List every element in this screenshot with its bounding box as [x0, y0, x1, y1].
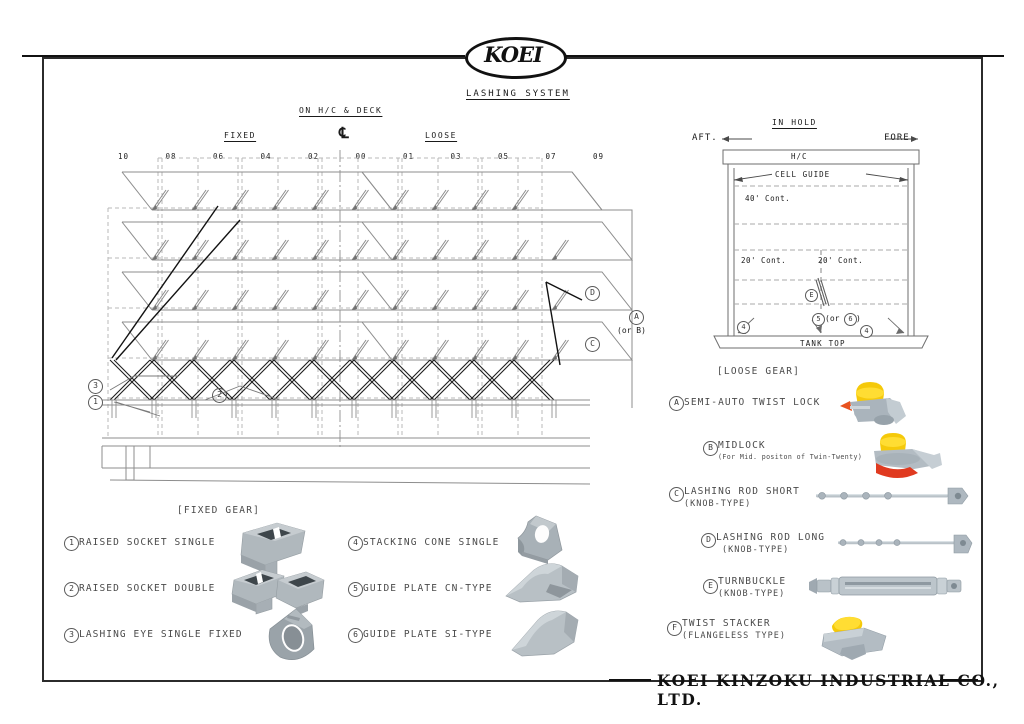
row-number-04: 04	[260, 152, 272, 161]
guide-plate-si-icon	[511, 610, 579, 657]
loose-sublabel-F: (FLANGELESS TYPE)	[682, 631, 786, 641]
logo-rule-right	[561, 55, 1004, 57]
cont-20-right-label: 20' Cont.	[818, 256, 864, 265]
loose-no-C: C	[669, 487, 684, 502]
hold-callout-paren: )	[856, 314, 861, 323]
footer-rule-right	[940, 679, 978, 681]
turnbuckle-icon	[809, 576, 962, 596]
deck-plan-heading: ON H/C & DECK	[299, 106, 383, 115]
loose-no-A: A	[669, 396, 684, 411]
cont-40-label: 40' Cont.	[745, 194, 791, 203]
centerline-symbol: ℄	[339, 124, 350, 142]
fixed-label-4: STACKING CONE SINGLE	[363, 537, 500, 548]
row-number-09: 09	[593, 152, 605, 161]
fore-label: FORE.	[884, 133, 917, 143]
loose-sublabel-D: (KNOB-TYPE)	[722, 545, 790, 555]
fixed-no-6: 6	[348, 628, 363, 643]
loose-label-E: TURNBUCKLE	[718, 576, 787, 587]
semi-auto-twist-lock-icon	[840, 382, 906, 425]
callout-1: 1	[88, 395, 103, 410]
loose-label-B: MIDLOCK	[718, 440, 766, 451]
callout-2: 2	[212, 388, 227, 403]
fixed-label-5: GUIDE PLATE CN-TYPE	[363, 583, 493, 594]
loose-label-C: LASHING ROD SHORT	[684, 486, 800, 497]
logo-text: KOEI	[484, 42, 543, 67]
loose-no-F: F	[667, 621, 682, 636]
lashing-rod-long-icon	[838, 534, 973, 554]
hold-callout-E: E	[805, 289, 818, 302]
hold-callout-6: 6	[844, 313, 857, 326]
callout-A-alt: (or B)	[617, 326, 646, 335]
hold-callout-5: 5	[812, 313, 825, 326]
deck-fixed-label: FIXED	[224, 131, 257, 140]
loose-label-F: TWIST STACKER	[682, 618, 771, 629]
page-title: LASHING SYSTEM	[466, 89, 570, 99]
row-number-08: 08	[165, 152, 177, 161]
loose-no-D: D	[701, 533, 716, 548]
midlock-icon	[874, 433, 942, 478]
cont-20-left-label: 20' Cont.	[741, 256, 787, 265]
loose-sublabel-C: (KNOB-TYPE)	[684, 499, 752, 509]
hatch-cover-label: H/C	[791, 152, 808, 161]
raised-socket-double-icon	[231, 569, 325, 616]
loose-no-B: B	[703, 441, 718, 456]
callout-C: C	[585, 337, 600, 352]
loose-sublabel-B: (For Mid. positon of Twin-Twenty)	[718, 453, 863, 461]
callout-D: D	[585, 286, 600, 301]
loose-label-D: LASHING ROD LONG	[716, 532, 826, 543]
koei-logo: KOEI	[22, 33, 1004, 79]
row-number-03: 03	[450, 152, 462, 161]
fixed-label-6: GUIDE PLATE SI-TYPE	[363, 629, 493, 640]
fixed-no-2: 2	[64, 582, 79, 597]
lashing-rod-short-icon	[816, 487, 969, 505]
hold-callout-or: (or	[825, 314, 840, 323]
loose-sublabel-E: (KNOB-TYPE)	[718, 589, 786, 599]
fixed-label-2: RAISED SOCKET DOUBLE	[79, 583, 216, 594]
raised-socket-single-icon	[240, 522, 306, 580]
logo-ellipse	[465, 37, 567, 79]
guide-plate-cn-icon	[505, 563, 579, 603]
lashing-eye-icon	[268, 608, 315, 660]
fixed-no-1: 1	[64, 536, 79, 551]
aft-label: AFT.	[692, 133, 718, 143]
stacking-cone-icon	[517, 515, 563, 564]
fixed-gear-heading: [FIXED GEAR]	[177, 505, 261, 516]
twist-stacker-icon	[821, 616, 887, 660]
hold-callout-4-left: 4	[737, 321, 750, 334]
fixed-label-3: LASHING EYE SINGLE FIXED	[79, 629, 243, 640]
loose-gear-heading: [LOOSE GEAR]	[717, 366, 801, 377]
fixed-label-1: RAISED SOCKET SINGLE	[79, 537, 216, 548]
row-number-00: 00	[355, 152, 367, 161]
callout-A: A	[629, 310, 644, 325]
logo-rule-left	[22, 55, 465, 57]
hold-callout-4-right: 4	[860, 325, 873, 338]
loose-label-A: SEMI-AUTO TWIST LOCK	[684, 397, 821, 408]
callout-3: 3	[88, 379, 103, 394]
deck-plan-drawing	[101, 150, 634, 485]
footer-rule-left	[609, 679, 651, 681]
fixed-no-5: 5	[348, 582, 363, 597]
row-number-10: 10	[118, 152, 130, 161]
fixed-no-3: 3	[64, 628, 79, 643]
tank-top-label: TANK TOP	[800, 339, 846, 348]
hold-plan-heading: IN HOLD	[772, 118, 817, 127]
company-footer: KOEI KINZOKU INDUSTRIAL CO., LTD.	[657, 671, 1000, 709]
cell-guide-label: CELL GUIDE	[772, 170, 834, 179]
row-number-02: 02	[308, 152, 320, 161]
row-number-05: 05	[498, 152, 510, 161]
loose-no-E: E	[703, 579, 718, 594]
row-number-01: 01	[403, 152, 415, 161]
hold-plan-drawing	[713, 136, 929, 349]
row-number-06: 06	[213, 152, 225, 161]
deck-loose-label: LOOSE	[425, 131, 458, 140]
fixed-no-4: 4	[348, 536, 363, 551]
row-number-07: 07	[545, 152, 557, 161]
